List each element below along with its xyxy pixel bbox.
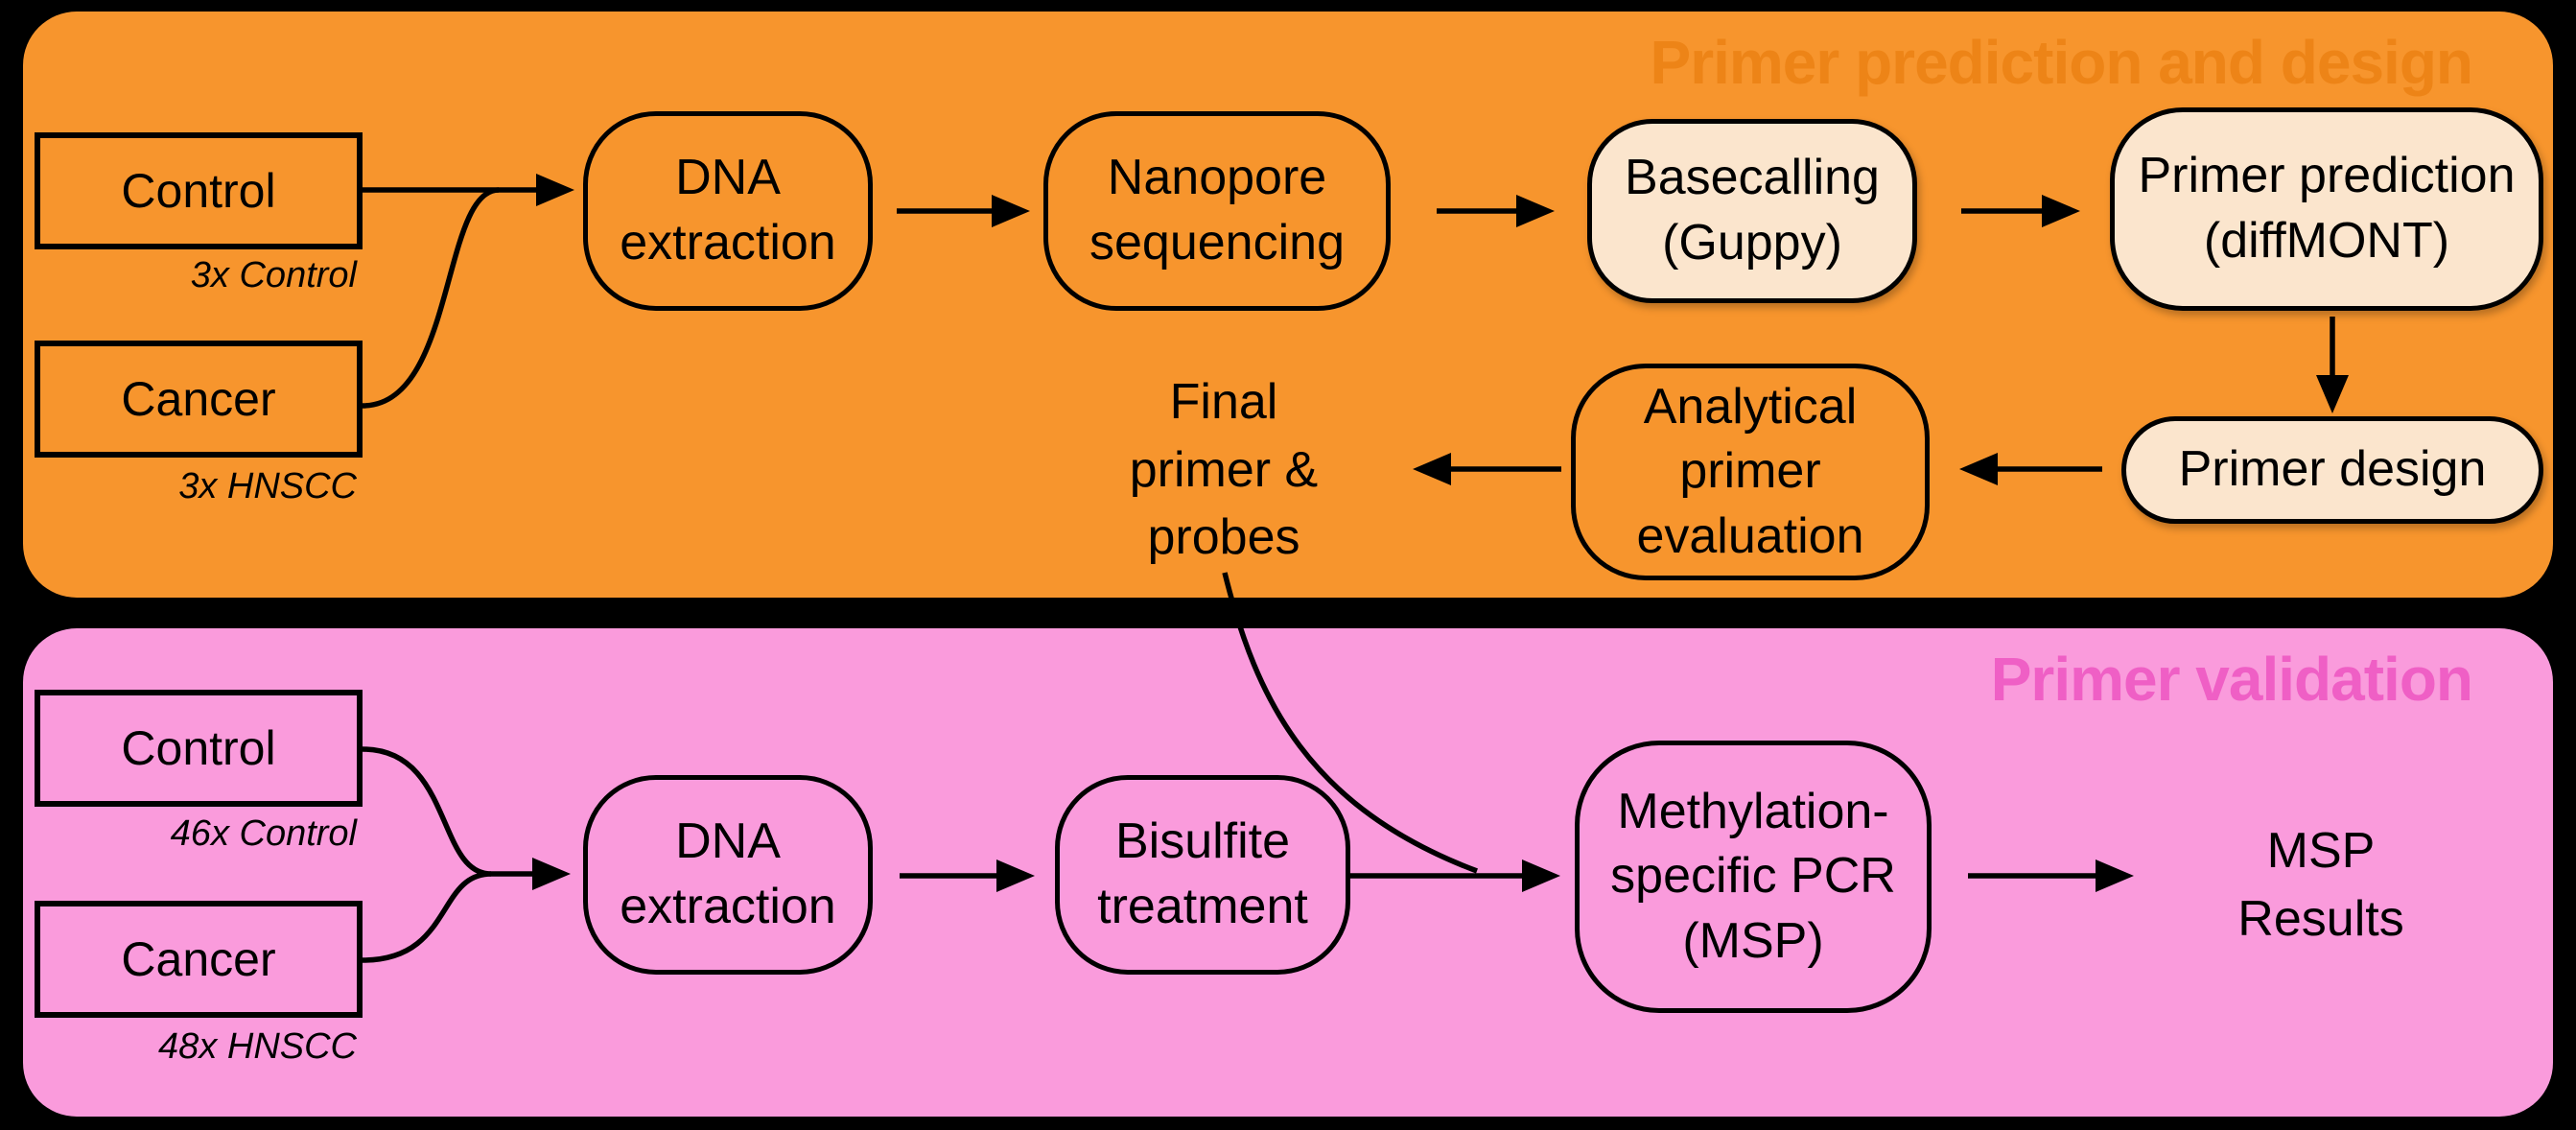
node-primer-prediction: Primer prediction (diffMONT) (2110, 107, 2543, 311)
node-basecalling: Basecalling (Guppy) (1587, 119, 1917, 303)
node-dna-extraction-top: DNA extraction (583, 111, 873, 311)
node-analytical-evaluation: Analytical primer evaluation (1571, 364, 1930, 580)
top-panel-title: Primer prediction and design (1650, 28, 2473, 97)
bottom-panel-title: Primer validation (1990, 645, 2473, 714)
bottom-control-count: 46x Control (170, 813, 357, 854)
node-dna-extraction-bottom: DNA extraction (583, 775, 873, 975)
node-msp: Methylation- specific PCR (MSP) (1575, 741, 1932, 1013)
bottom-cancer-box: Cancer (35, 901, 363, 1018)
bottom-cancer-label: Cancer (121, 932, 276, 986)
bottom-cancer-count: 48x HNSCC (158, 1026, 357, 1067)
top-control-count: 3x Control (190, 255, 357, 295)
top-cancer-count: 3x HNSCC (178, 466, 357, 506)
node-bisulfite-treatment: Bisulfite treatment (1055, 775, 1350, 975)
top-control-label: Control (121, 164, 276, 218)
node-primer-design: Primer design (2121, 416, 2543, 524)
msp-results-text: MSP Results (2237, 823, 2404, 947)
final-primer-text: Final primer & probes (1129, 374, 1319, 566)
bottom-control-label: Control (121, 721, 276, 775)
top-cancer-box: Cancer (35, 341, 363, 458)
node-nanopore-sequencing: Nanopore sequencing (1043, 111, 1391, 311)
bottom-control-box: Control (35, 690, 363, 807)
top-cancer-label: Cancer (121, 372, 276, 426)
top-control-box: Control (35, 132, 363, 249)
